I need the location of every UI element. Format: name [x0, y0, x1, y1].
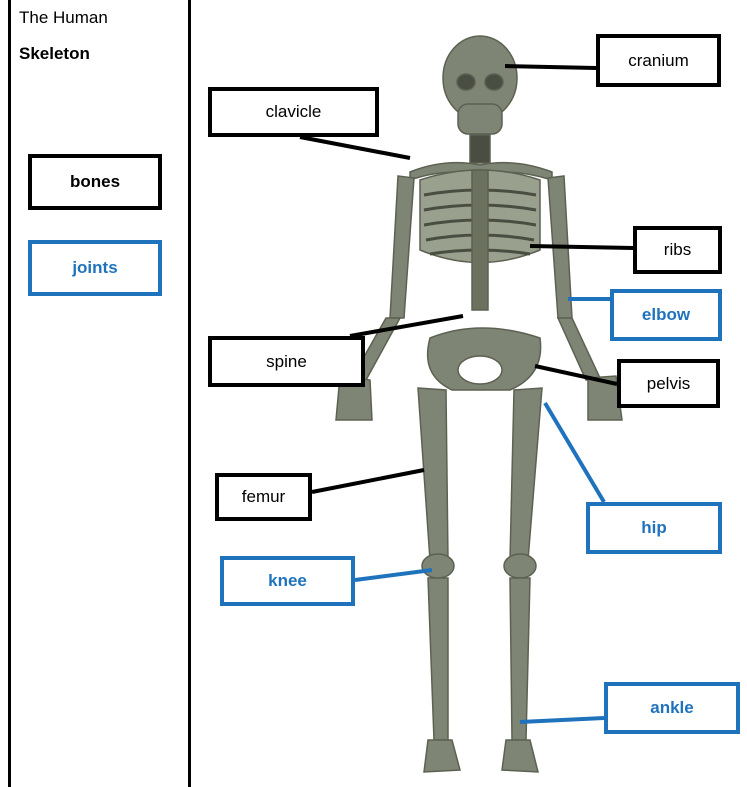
label-clavicle: clavicle	[208, 87, 379, 137]
label-ribs: ribs	[633, 226, 722, 274]
label-elbow: elbow	[610, 289, 722, 341]
label-hip: hip	[586, 502, 722, 554]
label-pelvis: pelvis	[617, 359, 720, 408]
label-cranium: cranium	[596, 34, 721, 87]
label-femur: femur	[215, 473, 312, 521]
label-knee: knee	[220, 556, 355, 606]
label-spine: spine	[208, 336, 365, 387]
label-ankle: ankle	[604, 682, 740, 734]
jaw	[458, 104, 502, 134]
